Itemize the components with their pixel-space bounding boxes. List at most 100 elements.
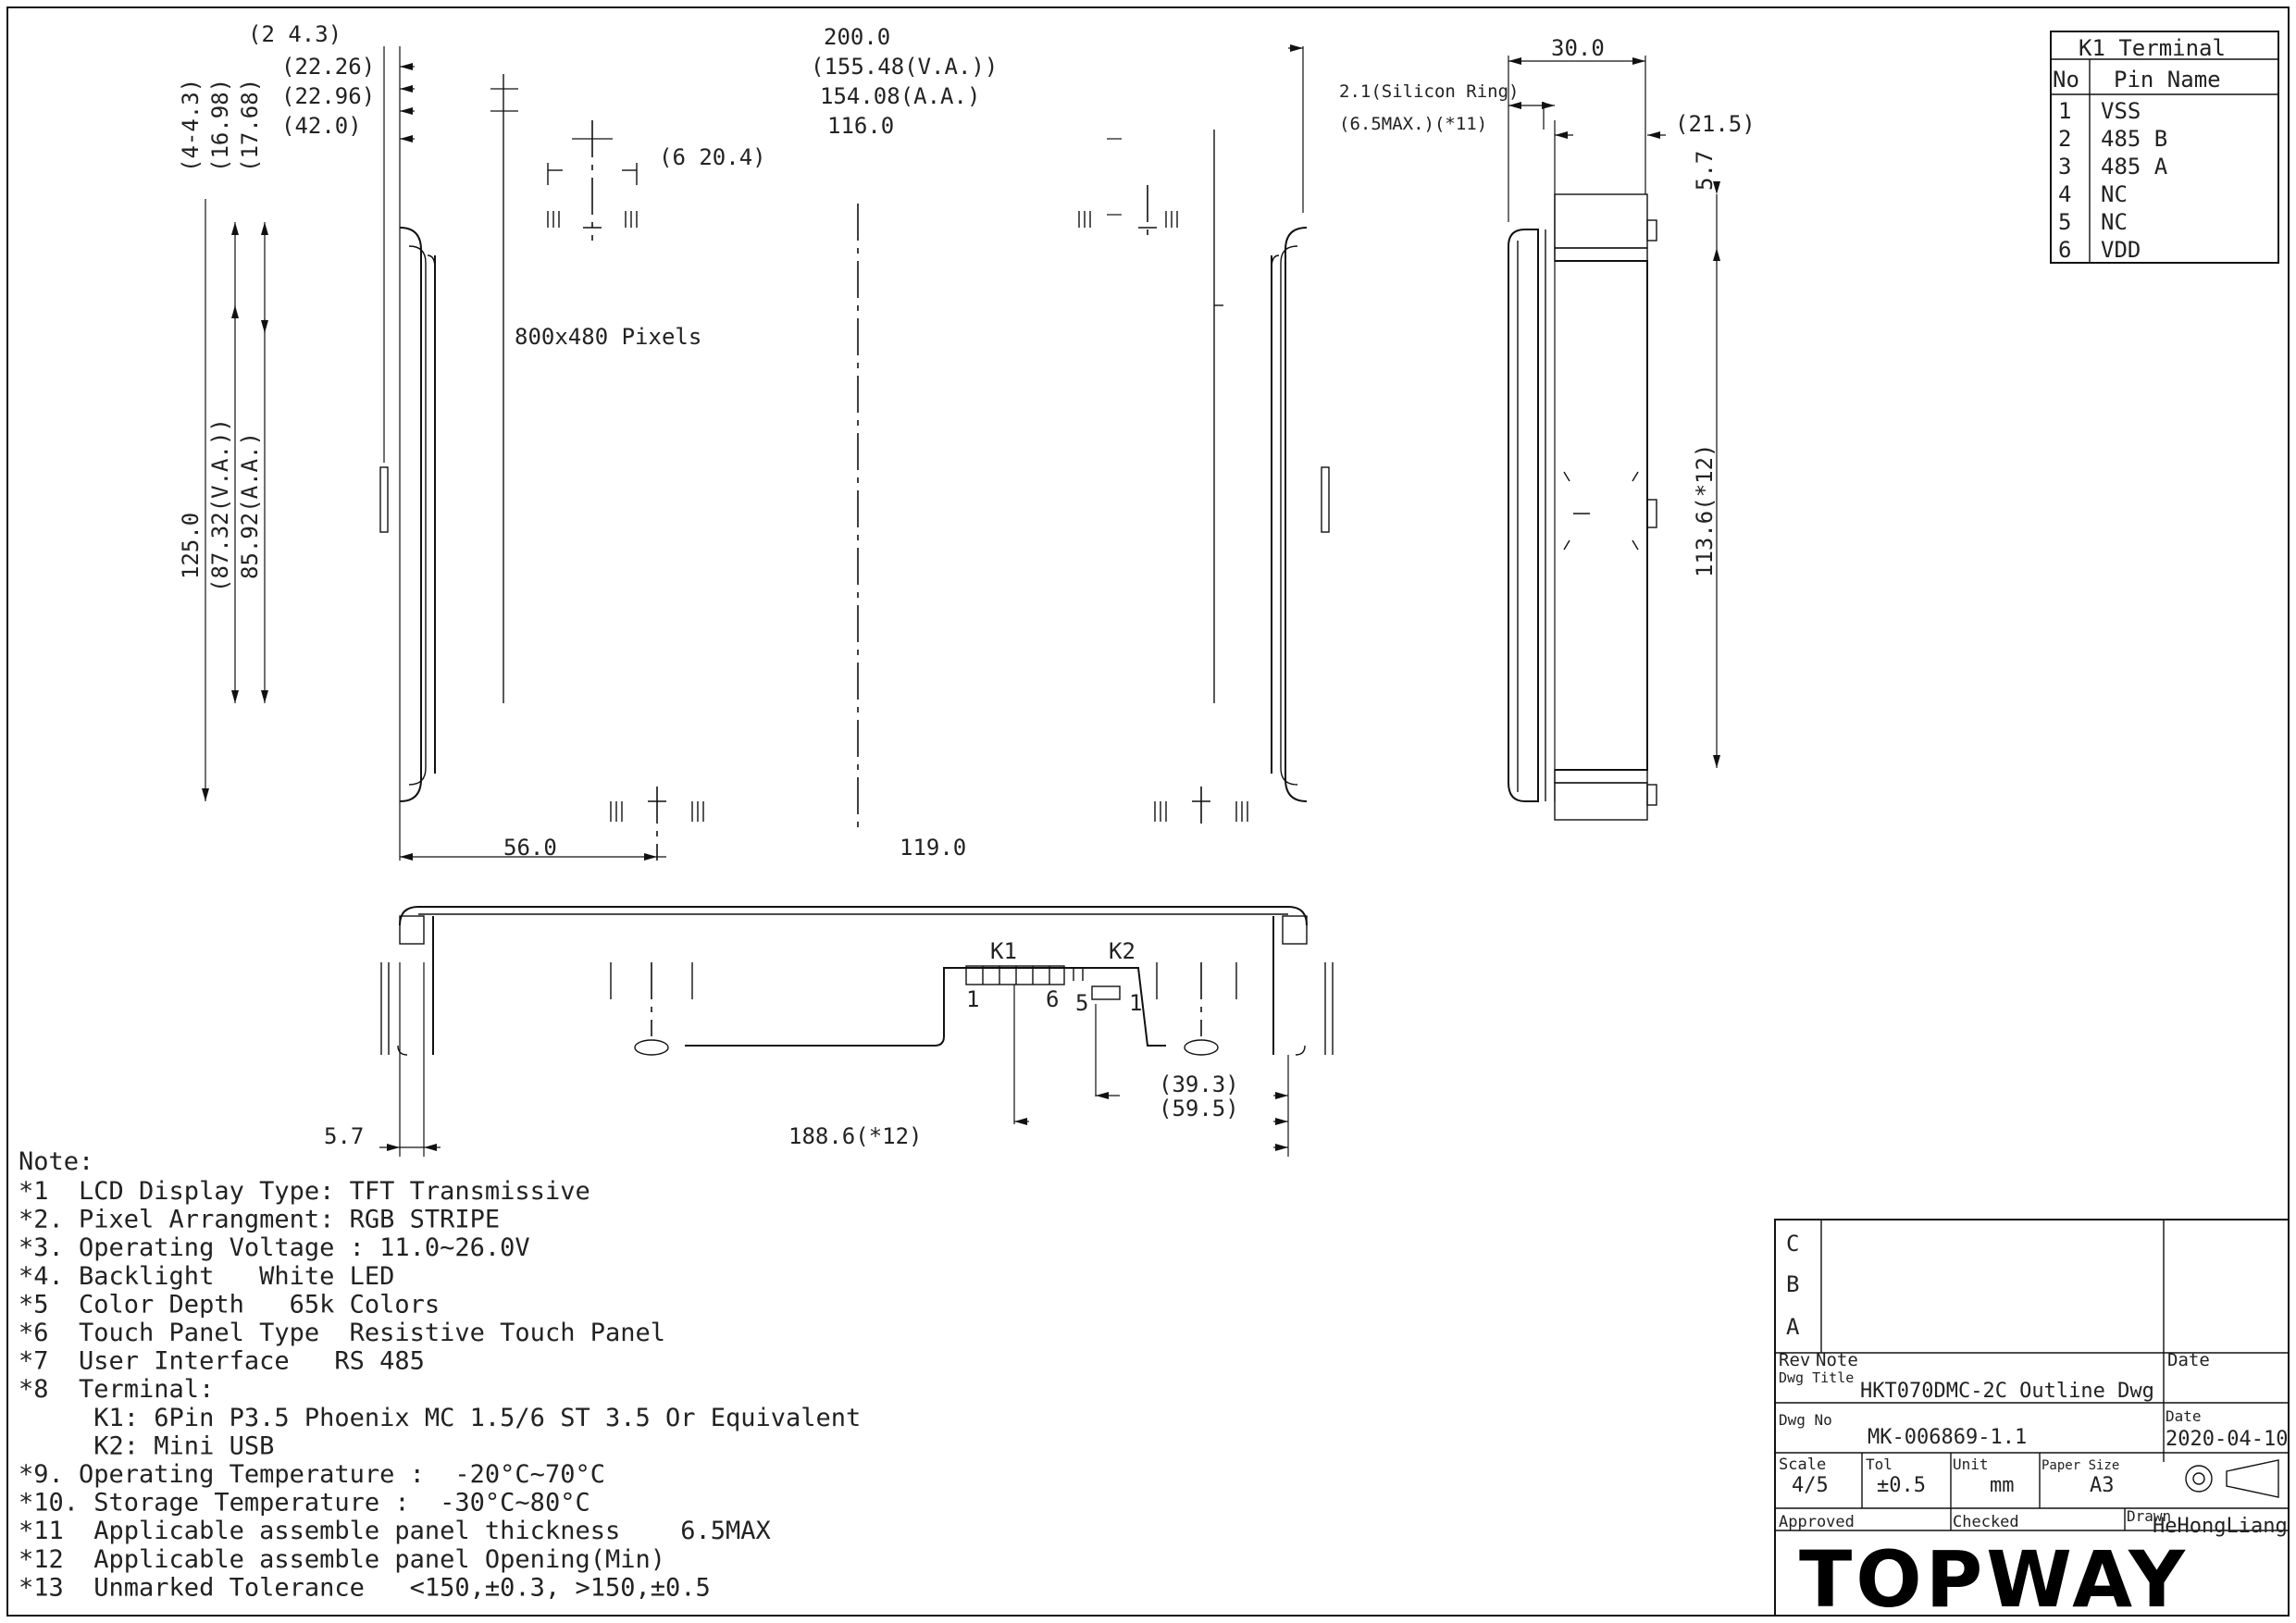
dim-bottom-5-7: 5.7 (324, 1123, 364, 1149)
paper-size-value: A3 (2090, 1474, 2115, 1497)
dim-56: 56.0 (503, 835, 557, 861)
dim-6-5max: (6.5MAX.)(*11) (1339, 114, 1487, 134)
terminal-row-no: 2 (2058, 126, 2071, 152)
note-item: *2. Pixel Arrangment: RGB STRIPE (19, 1206, 500, 1234)
note-item: *5 Color Depth 65k Colors (19, 1290, 440, 1319)
label-k1: K1 (990, 938, 1017, 964)
unit-value: mm (1990, 1474, 2015, 1497)
note-item: *12 Applicable assemble panel Opening(Mi… (19, 1545, 665, 1574)
label-k2-pin5: 5 (1075, 990, 1088, 1016)
rev-b: B (1786, 1271, 1799, 1297)
drawn-label: Drawn (2127, 1507, 2171, 1525)
mount-clip-top-right (1078, 185, 1178, 241)
terminal-row-pin: 485 A (2101, 154, 2168, 180)
date-label: Date (2167, 1350, 2210, 1370)
approved-label: Approved (1779, 1513, 1855, 1531)
note-item: *3. Operating Voltage : 11.0~26.0V (19, 1233, 530, 1262)
rev-label: Rev (1779, 1350, 1810, 1370)
terminal-row-pin: NC (2101, 209, 2128, 235)
note-item: *11 Applicable assemble panel thickness … (19, 1517, 771, 1545)
title-block: C B A Rev Note Date Dwg Title HKT070DMC-… (1774, 1219, 2290, 1623)
dim-21-5: (21.5) (1675, 111, 1756, 137)
note-item: *8 Terminal: (19, 1375, 214, 1404)
dim-v-87-32: (87.32(V.A.)) (207, 418, 233, 592)
scale-label: Scale (1779, 1456, 1826, 1474)
dim-v-17-68: (17.68) (237, 79, 263, 172)
k2-connector (1091, 985, 1121, 1000)
side-frame (1508, 229, 1539, 802)
note-item: *4. Backlight White LED (19, 1262, 394, 1291)
dim-200: 200.0 (824, 24, 890, 50)
terminal-row-pin: NC (2101, 181, 2128, 207)
terminal-col-pin: Pin Name (2114, 67, 2221, 93)
tol-value: ±0.5 (1877, 1474, 1926, 1497)
label-k1-pin6: 6 (1046, 986, 1059, 1012)
label-k2: K2 (1109, 938, 1136, 964)
k1-connector (965, 965, 1065, 985)
note-item: *9. Operating Temperature : -20°C~70°C (19, 1460, 605, 1489)
front-frame-right (1285, 227, 1308, 802)
terminal-row-no: 6 (2058, 237, 2071, 263)
dim-6-20-4: (6 20.4) (659, 144, 766, 170)
dim-v-16-98: (16.98) (207, 79, 233, 172)
dim-v-4-4-3: (4-4.3) (178, 79, 204, 172)
terminal-row-no: 4 (2058, 181, 2071, 207)
sheet-border (6, 6, 2290, 1617)
dim-188-6: 188.6(*12) (788, 1123, 923, 1149)
notes-block: Note: *1 LCD Display Type: TFT Transmiss… (19, 1147, 861, 1602)
terminal-row-pin: VDD (2101, 237, 2141, 263)
note-item: *6 Touch Panel Type Resistive Touch Pane… (19, 1319, 665, 1347)
dim-v-113-6: 113.6(*12) (1692, 444, 1718, 578)
scale-value: 4/5 (1792, 1474, 1829, 1497)
bottom-frame-top (399, 906, 1308, 926)
terminal-row-no: 1 (2058, 98, 2071, 124)
mount-clip-top-left (547, 120, 638, 241)
dim-v-85-92: 85.92(A.A.) (237, 432, 263, 579)
terminal-row-pin: VSS (2101, 98, 2141, 124)
dim-aa: 154.08(A.A.) (820, 83, 980, 109)
terminal-row-no: 5 (2058, 209, 2071, 235)
terminal-col-no: No (2053, 67, 2079, 93)
front-frame-left (399, 227, 422, 802)
dim-59-5: (59.5) (1159, 1096, 1239, 1121)
front-view: (2 4.3) (22.26) (22.96) (42.0) 200.0 (15… (178, 21, 1330, 861)
dim-22-96: (22.96) (281, 83, 375, 109)
drawn-by: HeHongLiang (2153, 1515, 2288, 1538)
unit-label: Unit (1953, 1456, 1989, 1473)
dwg-title-label: Dwg Title (1779, 1369, 1854, 1386)
dim-va: (155.48(V.A.)) (811, 54, 998, 80)
dim-2-4-3: (2 4.3) (248, 21, 341, 47)
terminal-table-title: K1 Terminal (2079, 35, 2226, 61)
bottom-view: K1 K2 1 6 5 1 5.7 188.6(*12) (39.3) (59.… (324, 906, 1334, 1157)
note-item: *10. Storage Temperature : -30°C~80°C (19, 1489, 590, 1518)
dim-v-125: 125.0 (178, 513, 204, 579)
drawing-date: 2020-04-10 (2166, 1428, 2288, 1451)
projection-symbol-icon (2185, 1459, 2279, 1498)
dim-119: 119.0 (900, 835, 966, 861)
dim-39-3: (39.3) (1159, 1072, 1239, 1097)
mount-clip-bottom-right (1154, 787, 1248, 824)
rev-a: A (1786, 1314, 1800, 1340)
dwg-title: HKT070DMC-2C Outline Dwg (1860, 1380, 2154, 1403)
checked-label: Checked (1953, 1513, 2019, 1531)
dwg-no-label: Dwg No (1779, 1411, 1832, 1429)
paper-size-label: Paper Size (2042, 1458, 2119, 1473)
terminal-row-pin: 485 B (2101, 126, 2167, 152)
terminal-table: K1 Terminal No Pin Name 1 VSS 2 485 B 3 485 A… (2050, 31, 2279, 264)
dim-30: 30.0 (1551, 35, 1605, 61)
rev-c: C (1786, 1231, 1799, 1257)
pixels-label: 800x480 Pixels (515, 324, 701, 350)
note-item: K2: Mini USB (19, 1431, 274, 1460)
dim-22-26: (22.26) (281, 54, 375, 80)
dim-silicon-ring: 2.1(Silicon Ring) (1339, 81, 1519, 102)
terminal-row-no: 3 (2058, 154, 2071, 180)
label-k1-pin1: 1 (966, 986, 979, 1012)
side-view: 2.1(Silicon Ring) (6.5MAX.)(*11) 30.0 (2… (1339, 35, 1756, 821)
notes-heading: Note: (19, 1147, 93, 1176)
date-label-2: Date (2166, 1407, 2202, 1425)
note-item: *13 Unmarked Tolerance <150,±0.3, >150,±… (19, 1573, 711, 1602)
note-item: K1: 6Pin P3.5 Phoenix MC 1.5/6 ST 3.5 Or… (19, 1404, 861, 1432)
note-label: Note (1816, 1350, 1858, 1370)
dim-42-0: (42.0) (281, 113, 362, 139)
